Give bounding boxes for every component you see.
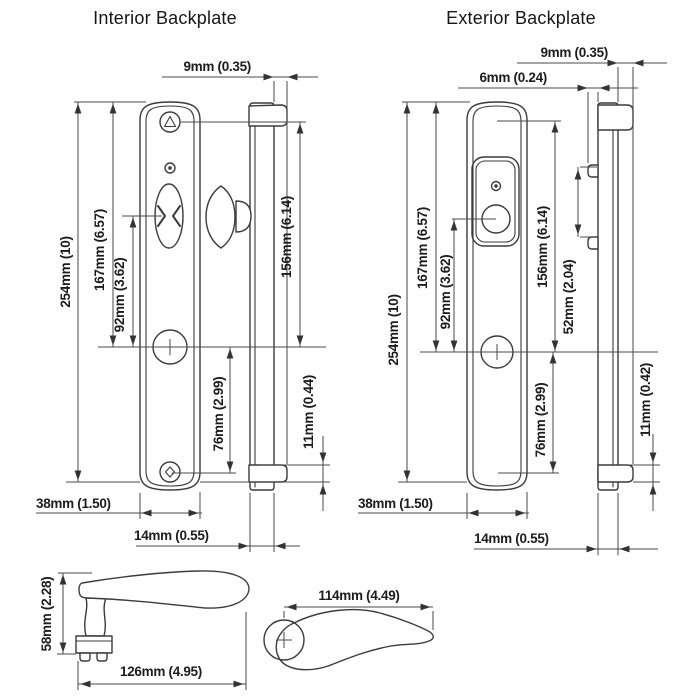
exterior-plate-outline bbox=[466, 101, 528, 491]
lever-neck bbox=[84, 597, 107, 637]
lever-rose-crosshair bbox=[276, 632, 292, 648]
interior-edge-view bbox=[205, 102, 288, 491]
exterior-edge-post-upper bbox=[587, 164, 599, 178]
interior-edge-strip bbox=[249, 102, 275, 491]
interior-top-screw-drive bbox=[163, 115, 177, 128]
interior-dim-tab-height: 11mm (0.44) bbox=[301, 375, 316, 449]
exterior-plate-inner-line bbox=[472, 105, 522, 487]
exterior-dim-cylinder-to-spindle: 92mm (3.62) bbox=[438, 255, 453, 330]
interior-dim-plate-width: 38mm (1.50) bbox=[36, 496, 111, 511]
lever-side-view-drawing: 58mm (2.28) 126mm (4.95) bbox=[39, 570, 250, 690]
lever-top-dim-length: 114mm (4.49) bbox=[318, 588, 399, 603]
interior-bottom-screw-drive bbox=[164, 466, 176, 478]
exterior-dim-tab-height: 11mm (0.42) bbox=[638, 363, 653, 437]
lever-blade-top bbox=[275, 608, 434, 671]
interior-thumbturn-shaft bbox=[235, 200, 252, 233]
exterior-dim-overall-height: 254mm (10) bbox=[386, 294, 401, 365]
exterior-dim-top-to-spindle: 167mm (6.57) bbox=[415, 207, 430, 289]
interior-thumbturn-hole-notch-left bbox=[157, 205, 166, 227]
interior-dim-top-to-spindle: 167mm (6.57) bbox=[92, 209, 107, 291]
exterior-edge-bottom-tab bbox=[597, 464, 634, 483]
interior-thumbturn-hole-notch-right bbox=[172, 205, 181, 227]
interior-dim-plate-depth: 14mm (0.55) bbox=[134, 528, 209, 543]
interior-plate-outline bbox=[139, 101, 201, 491]
exterior-dim-post-offset: 6mm (0.24) bbox=[479, 70, 547, 85]
interior-thumbturn-wing bbox=[205, 185, 236, 249]
interior-plate-inner-line bbox=[145, 105, 195, 487]
lever-foot-left bbox=[79, 652, 91, 662]
interior-small-hole-center bbox=[168, 166, 172, 170]
interior-edge-bottom-tab bbox=[248, 464, 288, 483]
exterior-front-view bbox=[466, 101, 528, 491]
exterior-title: Exterior Backplate bbox=[446, 8, 596, 28]
exterior-edge-view bbox=[587, 102, 634, 491]
exterior-dim-screw-to-spindle: 156mm (6.14) bbox=[535, 206, 550, 288]
interior-dim-spindle-to-screw: 76mm (2.99) bbox=[211, 377, 226, 452]
exterior-dim-plate-width: 38mm (1.50) bbox=[358, 496, 433, 511]
interior-edge-top-tab bbox=[248, 104, 288, 127]
lever-blade-side bbox=[78, 570, 250, 609]
interior-small-hole bbox=[164, 162, 176, 174]
interior-front-view bbox=[139, 101, 201, 491]
interior-dimensions: 9mm (0.35) 254mm (10) 167mm (6.57) 92mm … bbox=[36, 59, 330, 552]
exterior-housing-small-hole-center bbox=[494, 184, 498, 188]
lever-top-view-drawing: 114mm (4.49) bbox=[263, 588, 434, 671]
lever-rose bbox=[263, 619, 305, 661]
exterior-dim-spindle-to-screw: 76mm (2.99) bbox=[533, 383, 548, 458]
interior-top-screw-hole bbox=[159, 111, 181, 133]
exterior-lock-housing-inner bbox=[475, 160, 516, 243]
interior-dim-tab-width: 9mm (0.35) bbox=[183, 59, 251, 74]
exterior-dim-plate-depth: 14mm (0.55) bbox=[474, 531, 549, 546]
interior-dim-thumbturn-to-spindle: 92mm (3.62) bbox=[112, 258, 127, 333]
interior-dim-screw-to-spindle: 156mm (6.14) bbox=[279, 196, 294, 278]
exterior-dimensions: 9mm (0.35) 6mm (0.24) 254mm (10) 167mm (… bbox=[358, 45, 667, 555]
exterior-edge-post-lower bbox=[587, 236, 599, 250]
lever-foot-right bbox=[96, 652, 108, 662]
interior-title: Interior Backplate bbox=[93, 8, 237, 28]
exterior-dim-tab-width: 9mm (0.35) bbox=[540, 45, 608, 60]
interior-dim-overall-height: 254mm (10) bbox=[58, 236, 73, 307]
lever-dim-length: 126mm (4.95) bbox=[120, 664, 202, 679]
lever-base bbox=[75, 635, 113, 654]
interior-bottom-screw-hole bbox=[159, 461, 181, 483]
interior-backplate-drawing: Interior Backplate bbox=[36, 8, 330, 552]
exterior-lock-housing-outer bbox=[471, 156, 520, 247]
exterior-housing-small-hole bbox=[490, 180, 502, 192]
exterior-dim-post-spacing: 52mm (2.04) bbox=[561, 260, 576, 335]
exterior-edge-strip bbox=[597, 102, 619, 491]
exterior-edge-top-tab bbox=[597, 104, 634, 131]
exterior-backplate-drawing: Exterior Backplate 9mm (0.35) bbox=[358, 8, 667, 555]
lever-dim-height: 58mm (2.28) bbox=[39, 577, 54, 652]
